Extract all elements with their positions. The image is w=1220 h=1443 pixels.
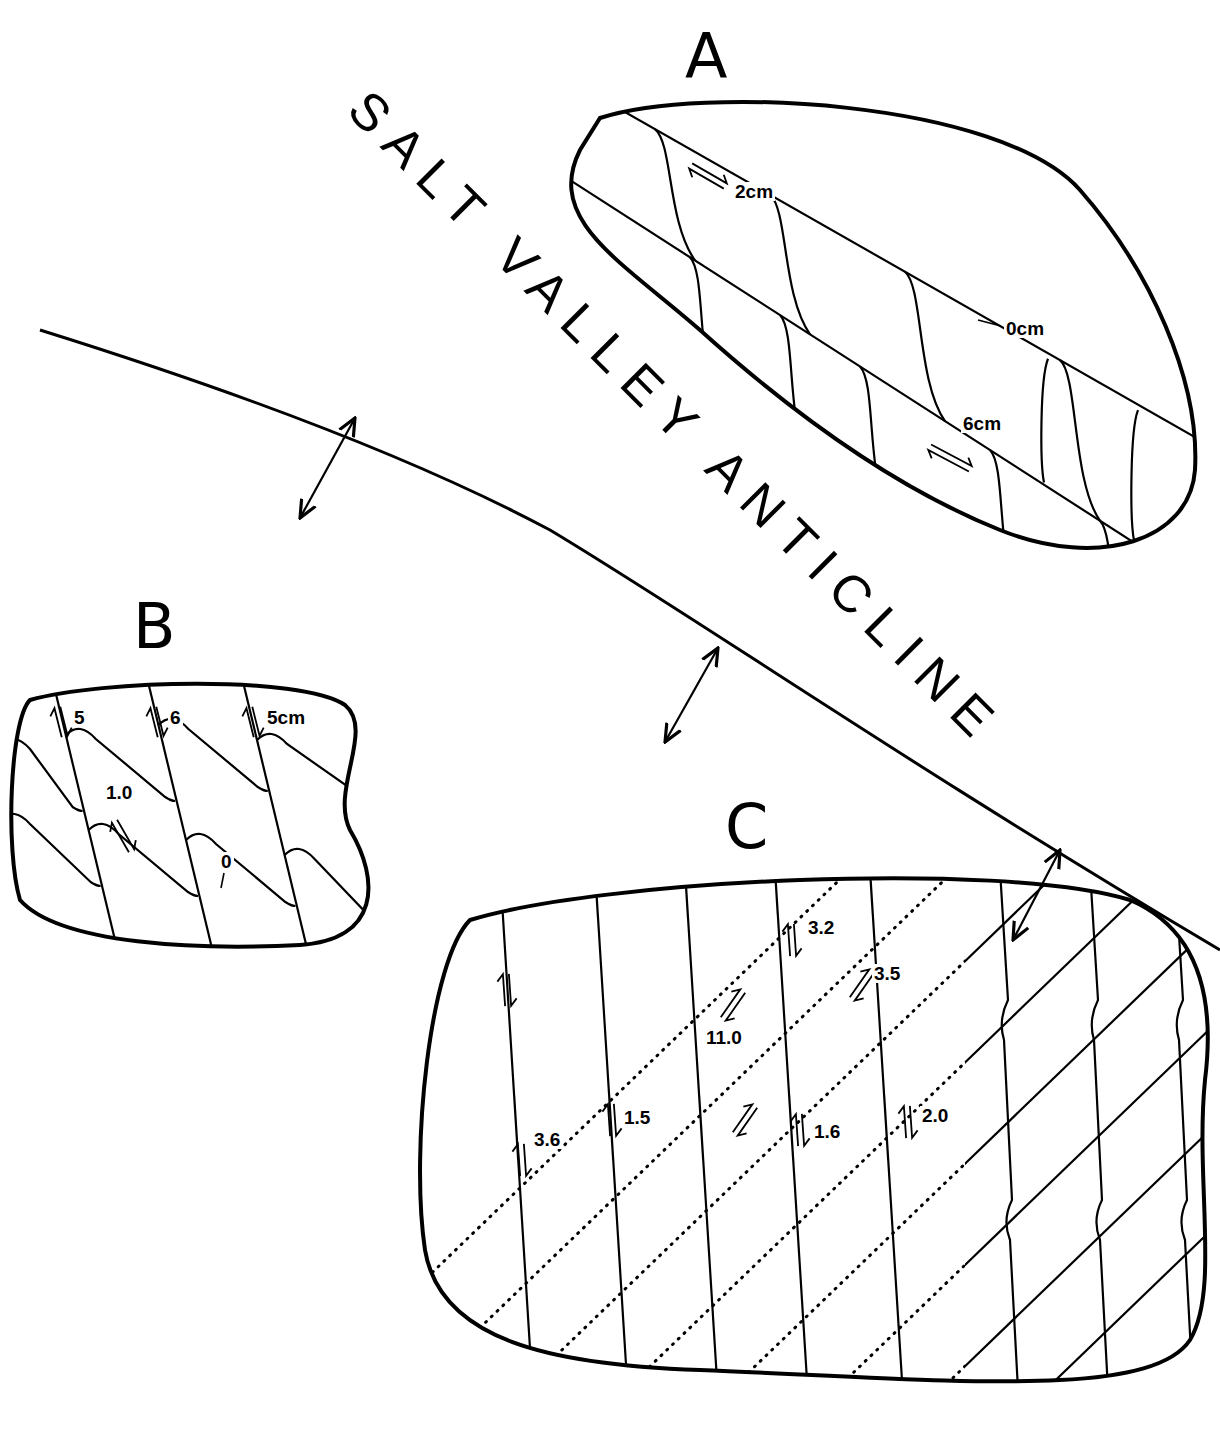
bed-trace <box>1041 359 1048 483</box>
offset-value: 5 <box>72 708 87 727</box>
offset-value: 3.2 <box>806 918 836 937</box>
bed-trace <box>780 315 802 455</box>
bed-trace <box>186 834 295 906</box>
outcrop-letter: A <box>683 26 729 88</box>
offset-value: 1.6 <box>812 1122 842 1141</box>
dotted-bed <box>825 860 965 1400</box>
offset-value: 0 <box>219 852 234 871</box>
offset-value: 11.0 <box>704 1028 744 1047</box>
outcrop-letter: B <box>131 596 178 658</box>
outcrop-outline-path <box>420 878 1208 1381</box>
offset-value: 1.0 <box>104 783 134 802</box>
leader-line <box>978 320 1001 326</box>
slip-arrow <box>716 986 750 1024</box>
fault-line <box>500 870 532 1380</box>
offset-value: 3.5 <box>872 964 902 983</box>
outcrop-outline <box>540 20 1210 580</box>
offset-value: 1.5 <box>622 1108 652 1127</box>
outcrop-outline-path <box>11 684 368 947</box>
slip-arrow <box>512 1143 532 1176</box>
slip-arrow <box>782 923 802 956</box>
offset-value: 6 <box>168 708 183 727</box>
leader-line <box>221 873 224 888</box>
slip-arrow <box>145 705 170 738</box>
bed-line <box>965 860 1070 1400</box>
bed-line <box>1035 860 1220 1400</box>
fault-line <box>148 680 215 960</box>
fault-line <box>685 870 717 1380</box>
outcrop-outline <box>410 790 1220 1400</box>
bed-trace <box>1100 521 1122 661</box>
offset-value: 6cm <box>961 414 1003 433</box>
outcrop-c-structures <box>300 860 1220 1400</box>
fault-trace <box>1000 870 1018 1390</box>
offset-value: 2cm <box>733 182 775 201</box>
slip-arrow <box>497 973 517 1006</box>
slip-arrow <box>602 1103 622 1136</box>
bed-trace <box>89 824 198 896</box>
dotted-bed <box>930 860 965 1400</box>
bed-line <box>965 860 1175 1400</box>
anticline-axis <box>40 330 1220 950</box>
bed-trace <box>1060 360 1100 521</box>
slip-arrow <box>790 1113 810 1146</box>
dip-arrow <box>300 418 355 518</box>
bed-trace <box>655 129 695 260</box>
outcrop-region: A 2cm 0cm 6cm <box>540 20 1210 580</box>
dotted-bed <box>615 860 965 1400</box>
offset-value: 5cm <box>265 708 307 727</box>
outcrop-region: C 3.2 3.5 11.0 3.6 1.5 1.6 2.0 <box>410 790 1220 1400</box>
bed-trace <box>66 729 175 801</box>
outcrop-region: B 5 6 5cm 1.0 0 <box>0 590 390 960</box>
slip-arrow <box>107 817 140 855</box>
structure-name: SALT VALLEY ANTICLINE <box>339 81 1012 754</box>
slip-arrow <box>241 705 266 738</box>
bed-trace <box>905 272 945 421</box>
slip-arrow <box>728 1101 762 1139</box>
offset-value: 0cm <box>1004 319 1046 338</box>
outcrop-b-structures <box>0 680 380 960</box>
outcrop-letter: C <box>723 796 770 858</box>
fault-trace <box>1090 870 1108 1390</box>
dotted-bed <box>300 860 860 1400</box>
slip-arrow <box>686 158 730 194</box>
dotted-bed <box>720 860 965 1400</box>
fault-line <box>243 680 310 960</box>
bed-trace <box>770 195 810 335</box>
bed-trace <box>257 734 380 806</box>
bed-trace <box>1131 410 1138 540</box>
dip-arrow <box>665 648 718 742</box>
bed-trace <box>990 450 1012 590</box>
fault-trace <box>1175 870 1193 1390</box>
outcrop-outline-path <box>571 102 1195 548</box>
bed-trace <box>690 257 712 397</box>
slip-arrow <box>49 705 74 738</box>
bed-trace <box>860 366 882 506</box>
slip-arrow <box>925 439 974 476</box>
slip-arrow <box>898 1105 918 1138</box>
outcrop-outline <box>0 590 390 960</box>
fault-line <box>53 680 120 960</box>
offset-value: 2.0 <box>920 1106 950 1125</box>
fault-line <box>870 870 902 1380</box>
dip-arrow <box>1013 850 1060 940</box>
dotted-bed <box>510 860 965 1400</box>
offset-value: 3.6 <box>532 1130 562 1149</box>
dotted-bed <box>405 860 965 1400</box>
